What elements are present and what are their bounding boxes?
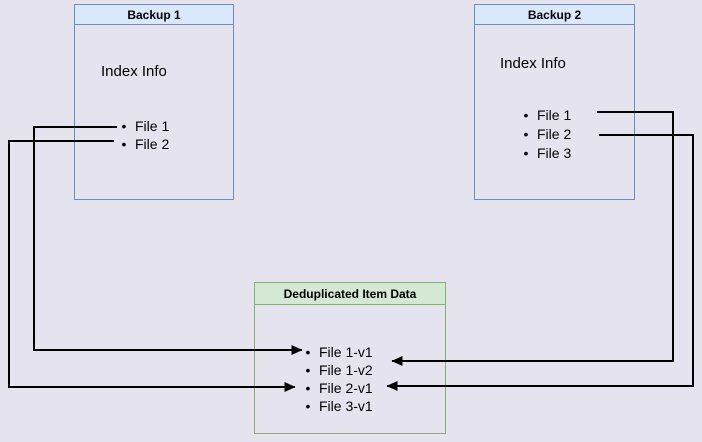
backup2-file-1: File 1 bbox=[537, 107, 572, 123]
bullet-icon: • bbox=[121, 118, 127, 134]
backup1-index-info-label: Index Info bbox=[101, 63, 167, 80]
bullet-icon: • bbox=[305, 380, 311, 396]
bullet-icon: • bbox=[523, 107, 529, 123]
list-item: • File 1 bbox=[519, 106, 572, 125]
list-item: • File 3 bbox=[519, 144, 572, 163]
dedup-title: Deduplicated Item Data bbox=[283, 286, 417, 301]
list-item: • File 2-v1 bbox=[301, 379, 373, 397]
backup2-file-list: • File 1 • File 2 • File 3 bbox=[519, 106, 572, 163]
backup1-file-list: • File 1 • File 2 bbox=[117, 117, 170, 153]
dedup-item-file1-v1: File 1-v1 bbox=[319, 344, 373, 360]
backup1-file-1: File 1 bbox=[135, 118, 170, 134]
dedup-item-list: • File 1-v1 • File 1-v2 • File 2-v1 • Fi… bbox=[301, 343, 373, 415]
bullet-icon: • bbox=[305, 398, 311, 414]
backup2-file-2: File 2 bbox=[537, 126, 572, 142]
list-item: • File 1 bbox=[117, 117, 170, 135]
bullet-icon: • bbox=[305, 344, 311, 360]
bullet-icon: • bbox=[523, 145, 529, 161]
backup1-header: Backup 1 bbox=[75, 5, 233, 25]
list-item: • File 1-v2 bbox=[301, 361, 373, 379]
dedup-item-file1-v2: File 1-v2 bbox=[319, 362, 373, 378]
backup2-box: Backup 2 Index Info • File 1 • File 2 • … bbox=[474, 4, 635, 200]
dedup-header: Deduplicated Item Data bbox=[255, 283, 445, 305]
dedup-item-file2-v1: File 2-v1 bbox=[319, 380, 373, 396]
backup2-index-info-label: Index Info bbox=[500, 55, 566, 72]
dedup-item-file3-v1: File 3-v1 bbox=[319, 398, 373, 414]
backup1-box: Backup 1 Index Info • File 1 • File 2 bbox=[74, 4, 234, 200]
backup2-title: Backup 2 bbox=[527, 7, 582, 22]
list-item: • File 2 bbox=[519, 125, 572, 144]
bullet-icon: • bbox=[121, 136, 127, 152]
backup1-file-2: File 2 bbox=[135, 136, 170, 152]
bullet-icon: • bbox=[523, 126, 529, 142]
list-item: • File 2 bbox=[117, 135, 170, 153]
list-item: • File 3-v1 bbox=[301, 397, 373, 415]
backup2-file-3: File 3 bbox=[537, 145, 572, 161]
backup2-header: Backup 2 bbox=[475, 5, 634, 25]
dedup-box: Deduplicated Item Data • File 1-v1 • Fil… bbox=[254, 282, 446, 434]
backup1-title: Backup 1 bbox=[127, 7, 181, 22]
list-item: • File 1-v1 bbox=[301, 343, 373, 361]
bullet-icon: • bbox=[305, 362, 311, 378]
